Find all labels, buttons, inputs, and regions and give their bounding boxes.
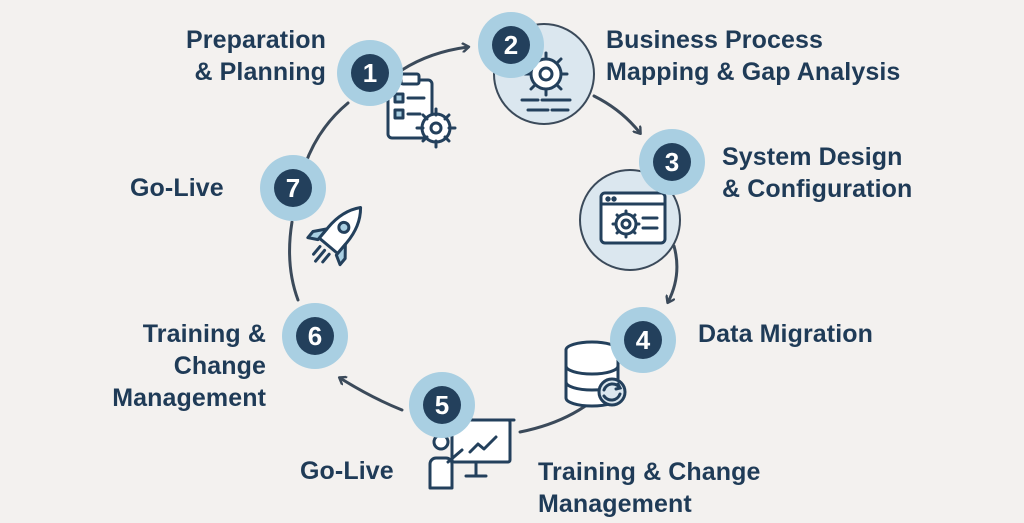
database-sync-icon <box>564 340 627 408</box>
step-label-5: Training & Change Management <box>538 458 761 518</box>
arc-6-to-7 <box>288 220 300 302</box>
clipboard-gear-icon <box>386 72 457 149</box>
step-number-3: 3 <box>665 147 679 177</box>
badge-6: 6 <box>282 303 348 369</box>
arc-5-to-6 <box>340 378 404 412</box>
badge-2: 2 <box>478 12 544 78</box>
window-gear-icon <box>599 191 667 245</box>
step-number-1: 1 <box>363 58 377 88</box>
badge-1: 1 <box>337 40 403 106</box>
step-label-2: Business Process Mapping & Gap Analysis <box>606 26 901 86</box>
arc-2-to-3 <box>592 94 640 133</box>
step-label-6: Training & Change Management <box>112 320 266 412</box>
badge-4: 4 <box>610 307 676 373</box>
rocket-icon <box>306 205 363 267</box>
presenter-board-icon <box>428 418 516 490</box>
step-label-1: Preparation & Planning <box>185 26 326 86</box>
arc-1-to-2 <box>400 47 468 72</box>
arc-3-to-4 <box>668 244 679 302</box>
step-number-5: 5 <box>435 390 449 420</box>
step-number-4: 4 <box>636 325 651 355</box>
step-number-7: 7 <box>286 173 300 203</box>
step-number-6: 6 <box>308 321 322 351</box>
step-label-4: Data Migration <box>698 320 874 348</box>
gear-process-icon <box>520 51 572 112</box>
step-label-7: Go-Live <box>130 174 224 202</box>
badge-5: 5 <box>409 372 475 438</box>
badge-7: 7 <box>260 155 326 221</box>
arc-7-to-1 <box>303 101 350 167</box>
badge-3: 3 <box>639 129 705 195</box>
extra-go-live-label: Go-Live <box>300 457 394 485</box>
step-label-3: System Design & Configuration <box>722 143 913 203</box>
step-number-2: 2 <box>504 30 518 60</box>
